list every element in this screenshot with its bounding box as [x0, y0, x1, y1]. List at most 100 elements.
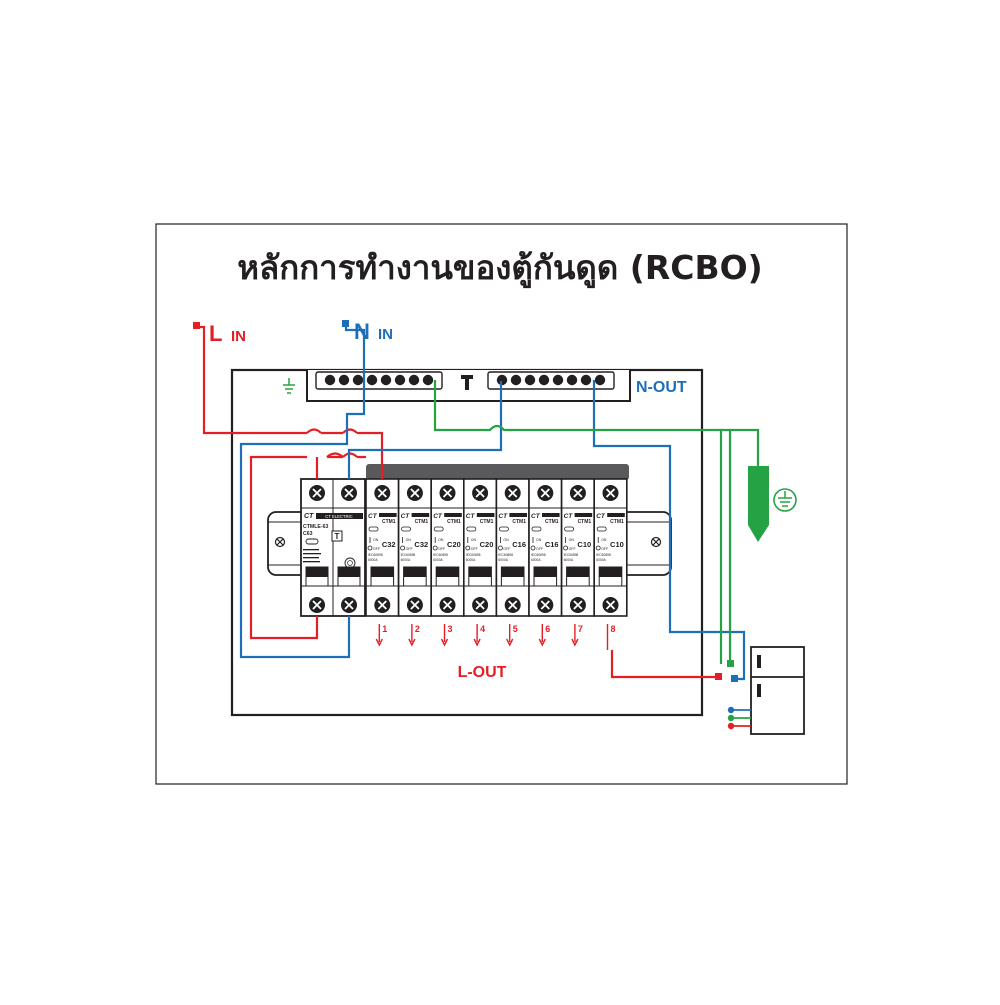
rcbo-8-off-label: OFF	[601, 547, 608, 551]
rcbo-5-capacity: 6000A	[498, 558, 508, 562]
main-breaker-test-button[interactable]	[331, 530, 343, 542]
main-breaker-screw-l-out	[309, 597, 325, 613]
earth-rod-icon	[748, 466, 797, 542]
rcbo-7-screw-out	[569, 597, 586, 613]
rcbo-8-indicator	[596, 526, 607, 532]
rcbo-4-switch-symbol	[465, 537, 471, 551]
rcbo-5-model: CTM1	[512, 519, 526, 525]
rcbo-1-brand: CT	[368, 513, 378, 520]
rcbo-8-model: CTM1	[610, 519, 624, 525]
rcbo-6-indicator	[531, 526, 542, 532]
live-output-3: 3	[440, 624, 453, 647]
rcbo-4-capacity: 6000A	[466, 558, 476, 562]
rcbo-6-toggle[interactable]	[533, 566, 558, 587]
busbar-terminal-left-3	[352, 374, 364, 386]
rcbo-3-off-label: OFF	[438, 547, 445, 551]
live-output-5-number: 5	[513, 624, 518, 634]
main-breaker: CT CT ELECTRIC CTMLE-63 C63 T	[300, 478, 366, 617]
rcbo-1-indicator	[368, 526, 379, 532]
live-wire-crossovers	[306, 428, 358, 458]
busbar-terminal-left-7	[408, 374, 420, 386]
rcbo-2-toggle[interactable]	[403, 566, 427, 587]
rcbo-5-switch-symbol	[497, 537, 503, 551]
earth-wiring	[433, 380, 760, 664]
live-output-4: 4	[473, 624, 485, 647]
busbar-terminal-right-5	[552, 374, 564, 386]
main-breaker-toggle-right[interactable]	[337, 566, 361, 587]
label-n-in: N IN	[354, 319, 393, 344]
rcbo-8-on-label: ON	[601, 538, 607, 542]
rcbo-1-capacity: 6000A	[368, 558, 378, 562]
rcbo-8-capacity: 6000A	[596, 558, 606, 562]
live-output-1-number: 1	[382, 624, 387, 634]
diagram-title: หลักการทำงานของตู้กันดูด (RCBO)	[237, 248, 763, 289]
svg-text:IN: IN	[378, 326, 393, 343]
rcbo-7-toggle[interactable]	[566, 566, 590, 587]
live-output-8-to-load	[610, 650, 717, 679]
rcbo-8-rating: C10	[610, 540, 624, 549]
busbar-terminal-right-8	[594, 374, 606, 386]
live-output-4-number: 4	[480, 624, 485, 634]
rcbo-6-model: CTM1	[545, 519, 559, 525]
rcbo-3-indicator	[433, 526, 444, 532]
live-output-8-number: 8	[611, 624, 616, 634]
rcbo-2-on-label: ON	[406, 538, 412, 542]
rail-screw-left	[274, 536, 286, 548]
rcbo-6-capacity: 6000A	[531, 558, 541, 562]
rcbo-4-brand-strip	[476, 513, 495, 517]
main-breaker-brand-sub: CT ELECTRIC	[325, 514, 352, 519]
rcbo-3-on-label: ON	[438, 538, 444, 542]
main-breaker-small-print	[303, 549, 321, 563]
load-terminal-markers	[715, 660, 738, 682]
main-breaker-toggle-left[interactable]	[305, 566, 329, 587]
rcbo-3-model: CTM1	[447, 519, 461, 525]
label-n-out: N-OUT	[636, 379, 687, 396]
busbar-terminal-right-3	[524, 374, 536, 386]
busbar-terminal-left-4	[366, 374, 378, 386]
label-l-out: L-OUT	[458, 664, 507, 681]
busbar-terminal-right-2	[510, 374, 522, 386]
main-breaker-model: CTMLE-63	[303, 524, 328, 530]
svg-text:L: L	[209, 321, 222, 346]
rcbo-8-toggle[interactable]	[598, 566, 623, 587]
svg-text:IN: IN	[231, 328, 246, 345]
live-main-breaker-loop	[249, 455, 366, 640]
rcbo-3-toggle[interactable]	[435, 566, 460, 587]
earth-bus-wire	[433, 380, 760, 466]
busbar-left	[315, 371, 443, 390]
rcbo-7-on-label: ON	[569, 538, 575, 542]
main-breaker-test-label: T	[335, 532, 340, 541]
rcbo-6-brand-strip	[542, 513, 560, 517]
rcbo-1-toggle[interactable]	[370, 566, 395, 587]
neutral-bus-to-load	[592, 380, 746, 681]
rcbo-8-switch-symbol	[595, 537, 601, 551]
rcbo-5-toggle[interactable]	[500, 566, 525, 587]
live-output-7-number: 7	[578, 624, 583, 634]
rcbo-4-toggle[interactable]	[468, 566, 492, 587]
main-breaker-screw-n-out	[341, 597, 357, 613]
rcbo-6-switch-symbol	[530, 537, 536, 551]
rcbo-7-screw-in	[569, 485, 586, 501]
neutral-input-marker	[342, 320, 349, 327]
live-output-7: 7	[571, 624, 583, 647]
rcbo-4-off-label: OFF	[471, 547, 478, 551]
rcbo-4-screw-out	[472, 597, 489, 613]
rcbo-4-screw-in	[472, 485, 489, 501]
rcbo-7-standard: IEC60898	[564, 553, 579, 557]
rcbo-6-standard: IEC60898	[531, 553, 546, 557]
rcbo-1-off-label: OFF	[373, 547, 380, 551]
rcbo-3-brand: CT	[433, 513, 443, 520]
busbar-terminal-right-1	[496, 374, 508, 386]
rcbo-6-brand: CT	[531, 513, 541, 520]
rcbo-2-rating: C32	[414, 540, 428, 549]
rcbo-7-capacity: 6000A	[564, 558, 574, 562]
label-l-in: L IN	[209, 321, 246, 346]
rcbo-5-rating: C16	[512, 540, 526, 549]
live-output-2: 2	[408, 624, 420, 647]
live-output-5: 5	[506, 624, 518, 647]
